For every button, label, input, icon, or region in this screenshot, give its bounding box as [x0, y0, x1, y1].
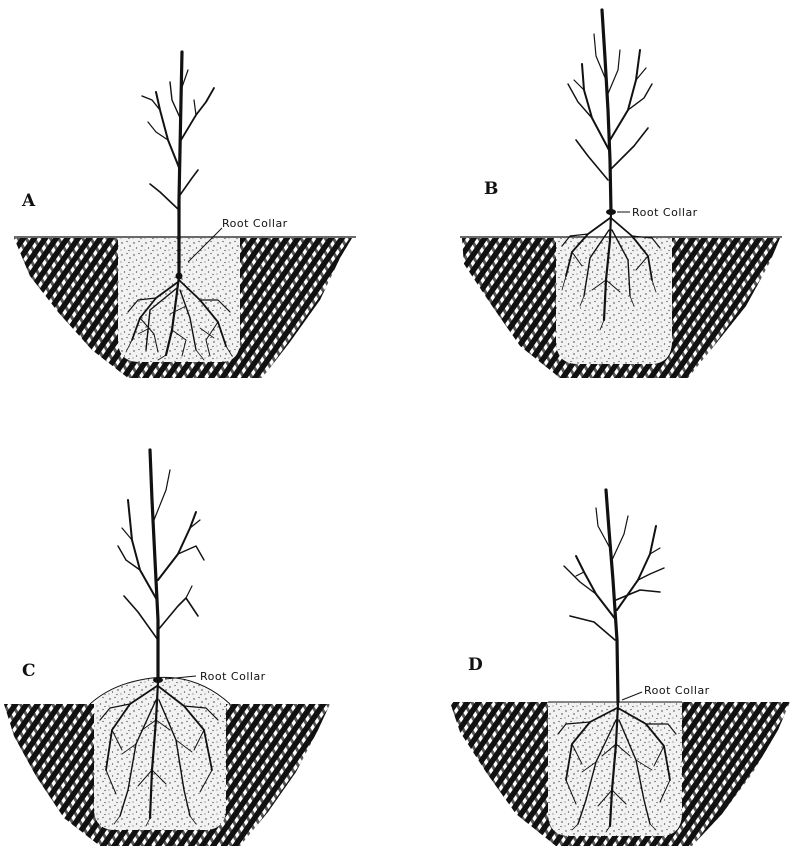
panel-c: C: [4, 450, 330, 846]
panel-d: D: [450, 490, 790, 846]
root-collar-label-a: Root Collar: [222, 217, 288, 230]
panel-b: B: [460, 10, 782, 378]
panel-letter-a: A: [21, 191, 36, 211]
root-collar-label-c: Root Collar: [200, 670, 266, 683]
panel-letter-c: C: [22, 661, 36, 681]
leader-line-d: [622, 692, 642, 700]
panel-letter-b: B: [484, 179, 498, 199]
panel-letter-d: D: [468, 655, 483, 675]
root-collar-label-d: Root Collar: [644, 684, 710, 697]
panel-a: A: [14, 52, 356, 378]
root-collar-label-b: Root Collar: [632, 206, 698, 219]
backfill-soil-b: [556, 238, 672, 364]
